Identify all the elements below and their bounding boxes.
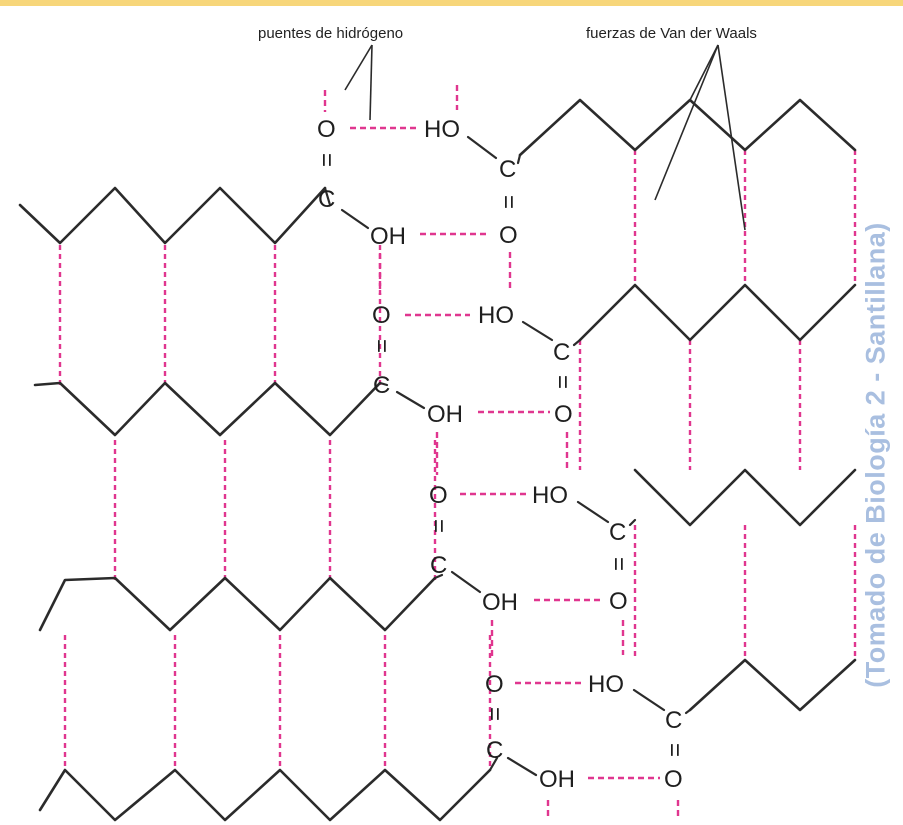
chain-left-1 (18, 186, 327, 245)
atom-c: C (373, 372, 390, 399)
atom-ho: HO (424, 116, 460, 143)
hydrogen-bond-links (323, 85, 680, 820)
atom-oh: OH (539, 766, 575, 793)
atom-c: C (665, 707, 682, 734)
atom-ho: HO (532, 482, 568, 509)
atom-oh: OH (370, 223, 406, 250)
atom-o: O (499, 222, 518, 249)
atom-ho: HO (588, 671, 624, 698)
atom-double-bond: = (661, 743, 688, 757)
atom-o: O (554, 401, 573, 428)
atom-double-bond: = (495, 195, 522, 209)
atom-c: C (499, 156, 516, 183)
atom-oh: OH (482, 589, 518, 616)
chain-right-3 (633, 468, 857, 527)
atom-c: C (430, 552, 447, 579)
atom-labels: O = C OH HO C = O O = C OH HO C = O O = … (313, 116, 688, 793)
atom-double-bond: = (368, 339, 395, 353)
top-border (0, 0, 903, 6)
carboxyl-bonds (323, 135, 692, 777)
atom-c: C (609, 519, 626, 546)
label-van-der-waals: fuerzas de Van der Waals (586, 25, 757, 42)
label-pointers (344, 44, 746, 231)
atom-o: O (372, 302, 391, 329)
left-chains (18, 186, 492, 822)
van-der-waals-links (58, 150, 857, 770)
atom-o: O (317, 116, 336, 143)
chain-right-2 (578, 283, 857, 342)
chain-right-4 (688, 658, 857, 712)
chain-left-3 (38, 576, 437, 632)
atom-double-bond: = (313, 153, 340, 167)
atom-c: C (553, 339, 570, 366)
atom-oh: OH (427, 401, 463, 428)
atom-o: O (609, 588, 628, 615)
atom-o: O (485, 671, 504, 698)
atom-double-bond: = (425, 519, 452, 533)
source-credit: (Tomado de Biología 2 - Santillana) (860, 222, 891, 688)
atom-o: O (429, 482, 448, 509)
chain-left-2 (33, 381, 382, 437)
atom-c: C (318, 186, 335, 213)
atom-double-bond: = (549, 375, 576, 389)
atom-c: C (486, 737, 503, 764)
chain-left-4 (38, 768, 492, 822)
atom-ho: HO (478, 302, 514, 329)
atom-double-bond: = (481, 707, 508, 721)
atom-o: O (664, 766, 683, 793)
chain-right-1 (518, 98, 857, 157)
atom-double-bond: = (605, 557, 632, 571)
label-hydrogen-bonds: puentes de hidrógeno (258, 25, 403, 42)
